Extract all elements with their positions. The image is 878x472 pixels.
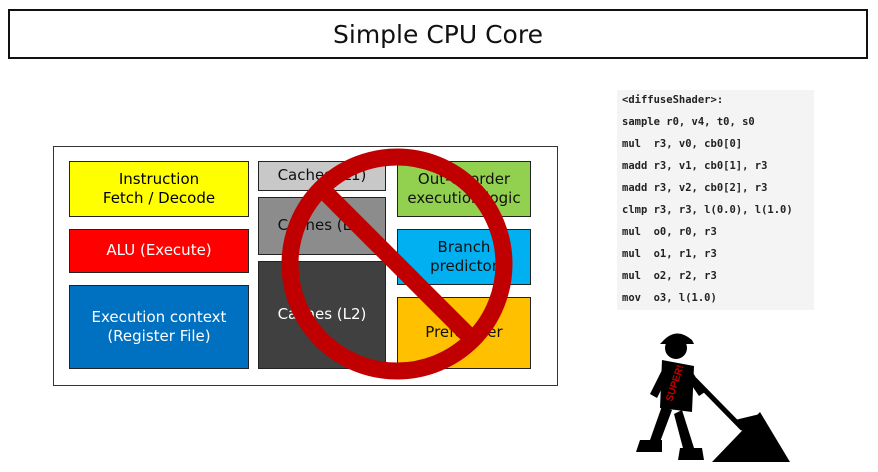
code-line: madd r3, v1, cb0[1], r3 [622,160,768,172]
code-line: sample r0, v4, t0, s0 [622,116,755,128]
no-sign-icon [281,148,513,380]
fetch-decode-block: Instruction Fetch / Decode [69,161,249,217]
code-line: clmp r3, r3, l(0.0), l(1.0) [622,204,793,216]
shader-code-block: <diffuseShader>: sample r0, v4, t0, s0 m… [617,90,814,310]
code-line: mul o0, r0, r3 [622,226,717,238]
code-line: mul o1, r1, r3 [622,248,717,260]
execution-context-block: Execution context (Register File) [69,285,249,369]
construction-worker-icon: SUPER! [636,333,790,462]
code-line: mul o2, r2, r3 [622,270,717,282]
alu-block: ALU (Execute) [69,229,249,273]
code-line: <diffuseShader>: [622,94,724,106]
page-title: Simple CPU Core [8,9,868,59]
code-line: madd r3, v2, cb0[2], r3 [622,182,768,194]
code-line: mov o3, l(1.0) [622,292,717,304]
code-line: mul r3, v0, cb0[0] [622,138,743,150]
